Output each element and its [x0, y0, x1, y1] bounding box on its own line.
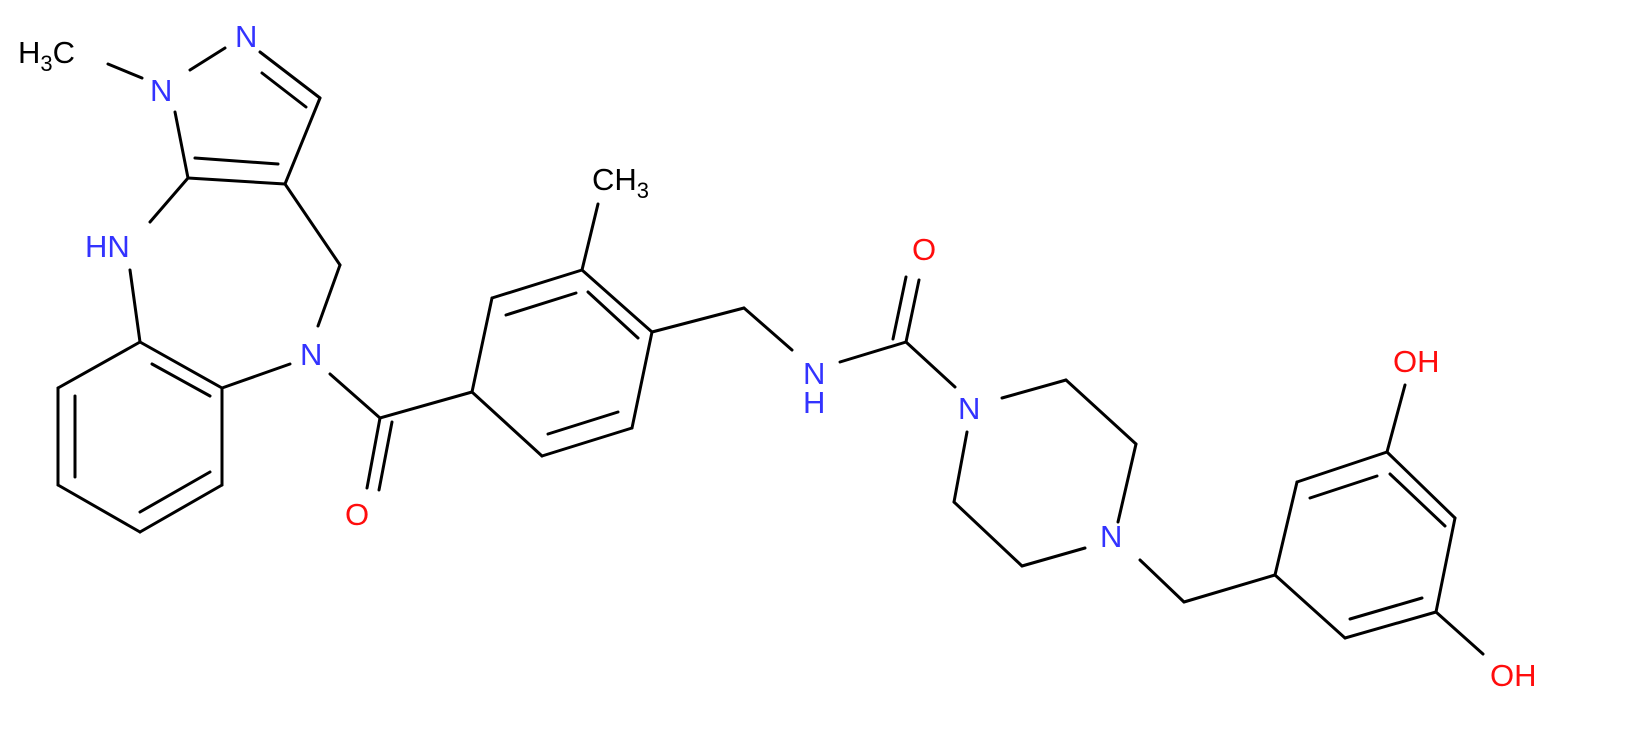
bond-18 — [56, 483, 142, 534]
bond-47 — [952, 430, 969, 504]
bond-27 — [490, 268, 584, 300]
bond-60 — [1434, 610, 1485, 656]
bond-1 — [188, 46, 227, 72]
bond-45 — [1020, 546, 1087, 568]
bond-55 — [1434, 516, 1457, 614]
bond-30 — [586, 290, 640, 340]
bond-14 — [283, 182, 342, 267]
bond-41 — [904, 340, 957, 389]
bond-26 — [470, 296, 494, 394]
bond-35 — [580, 202, 600, 272]
atom-n2: N — [235, 19, 257, 54]
methyl-h: H — [18, 35, 40, 70]
bond-22 — [150, 362, 212, 398]
bond-50 — [1273, 480, 1299, 577]
bond-46 — [952, 500, 1024, 568]
bond-20 — [138, 470, 212, 514]
atom-n-piperazine-4: N — [1100, 519, 1122, 554]
bond-9 — [128, 268, 142, 344]
bond-48 — [1138, 558, 1186, 604]
atom-n-amide-ring: N — [300, 337, 322, 372]
bond-2 — [258, 50, 322, 100]
atom-n1: N — [150, 73, 172, 108]
bond-33 — [546, 410, 620, 436]
bond-44 — [1116, 442, 1138, 524]
hydroxyl-top-label: OH — [1393, 344, 1440, 379]
bond-24 — [377, 420, 394, 492]
bond-52 — [1308, 474, 1379, 500]
atom-o-carbonyl-right: O — [912, 232, 936, 267]
bond-56 — [1343, 610, 1438, 640]
bond-6 — [193, 156, 280, 166]
bond-23 — [365, 416, 382, 490]
bond-3 — [260, 71, 308, 109]
bond-59 — [1385, 383, 1407, 454]
methyl-h-subscript: 3 — [40, 51, 52, 76]
bond-37 — [742, 306, 794, 352]
bond-38 — [838, 340, 908, 364]
methyl-label-n: H3C — [18, 35, 75, 76]
bond-11 — [220, 362, 292, 390]
bond-39 — [904, 278, 921, 344]
bond-28 — [504, 291, 578, 317]
bond-8 — [148, 176, 190, 224]
bond-12 — [328, 372, 382, 420]
bond-7 — [173, 110, 190, 180]
methyl-label-aryl: CH3 — [592, 162, 649, 203]
bond-53 — [1385, 450, 1457, 520]
bond-0 — [106, 62, 144, 80]
bond-5 — [186, 176, 287, 186]
methyl-c: C — [53, 35, 75, 70]
bond-42 — [1000, 378, 1068, 400]
atom-nh-ring: HN — [85, 229, 130, 264]
bond-54 — [1388, 472, 1447, 528]
bond-31 — [630, 330, 654, 430]
bond-57 — [1348, 596, 1424, 621]
bond-40 — [891, 275, 908, 341]
bond-51 — [1295, 450, 1389, 484]
atom-n-amide: N — [803, 356, 825, 391]
bond-19 — [138, 483, 224, 534]
bond-34 — [470, 390, 544, 458]
atom-n-piperazine-1: N — [958, 391, 980, 426]
bond-36 — [650, 306, 746, 334]
atom-h-amide: H — [803, 385, 825, 420]
bond-4 — [283, 96, 322, 186]
bond-10 — [138, 340, 224, 390]
bond-layer — [56, 46, 1485, 656]
bond-32 — [540, 426, 634, 458]
aryl-methyl-subscript: 3 — [637, 178, 649, 203]
bond-29 — [580, 268, 654, 334]
aryl-methyl-ch: CH — [592, 162, 637, 197]
hydroxyl-bottom-label: OH — [1490, 658, 1537, 693]
bond-58 — [1273, 573, 1347, 640]
bond-13 — [316, 263, 342, 328]
bond-49 — [1182, 573, 1277, 604]
bond-25 — [378, 390, 474, 420]
bond-43 — [1064, 378, 1138, 446]
atom-o-carbonyl-left: O — [345, 497, 369, 532]
bond-15 — [56, 340, 142, 390]
